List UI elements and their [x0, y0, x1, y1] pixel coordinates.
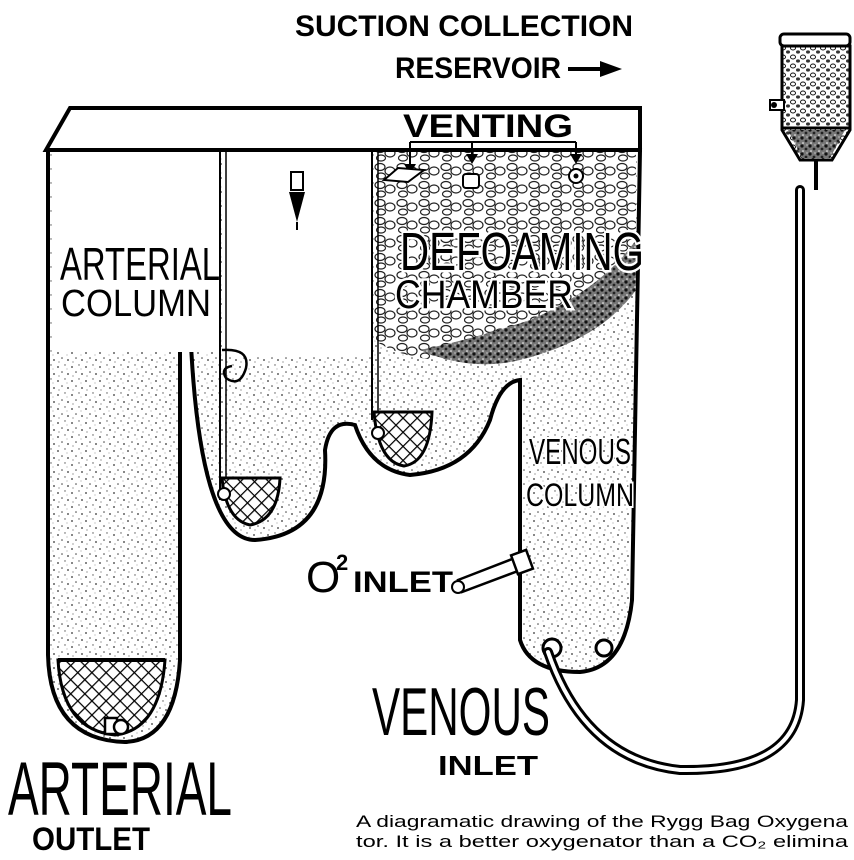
o2-inlet-label: INLET	[353, 566, 453, 599]
venous-inlet-label-2: INLET	[438, 750, 538, 781]
venous-column-fill	[524, 360, 632, 668]
venous-inlet-label-1: VENOUS	[372, 674, 550, 750]
arterial-outlet-label-2: OUTLET	[32, 821, 150, 855]
venous-column-label-2: COLUMN	[526, 477, 634, 513]
arterial-column-label-2: COLUMN	[61, 283, 211, 325]
right-arrow-icon	[568, 61, 622, 77]
caption-line-2: tor. It is a better oxygenator than a CO…	[356, 832, 849, 851]
suction-label-line2: RESERVOIR	[395, 52, 561, 85]
defoaming-label-2: CHAMBER	[395, 273, 573, 317]
venous-column-label-1: VENOUS	[529, 431, 631, 472]
arterial-outlet-label-1: ARTERIAL	[8, 747, 232, 832]
venting-label: VENTING	[403, 108, 573, 144]
arterial-outlet-nozzle	[105, 718, 128, 734]
o2-label-sup: 2	[336, 550, 348, 575]
suction-reservoir	[770, 34, 850, 190]
suction-label-line1: SUCTION COLLECTION	[295, 10, 633, 43]
caption-line-1: A diagramatic drawing of the Rygg Bag Ox…	[356, 812, 849, 831]
